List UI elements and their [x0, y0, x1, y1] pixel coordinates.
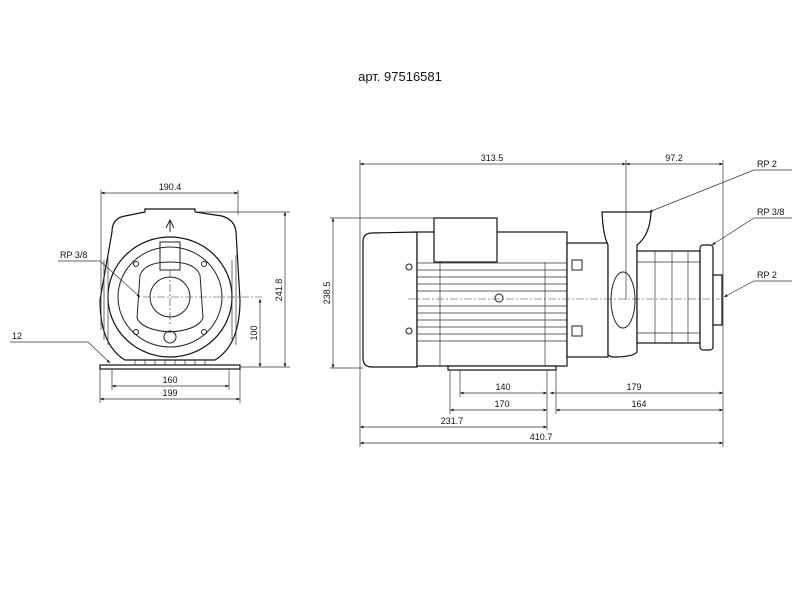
terminal-box [433, 217, 498, 263]
side-foot [447, 365, 557, 371]
shaft-marker-icon [494, 293, 504, 303]
dim-231-7: 231.7 [441, 416, 464, 426]
suction-port [712, 274, 723, 326]
dim-foot-width: 199 [162, 388, 177, 398]
side-pump-body [362, 211, 723, 368]
dim-foot-holes-side: 140 [495, 382, 510, 392]
label-rp-3-8-front: RP 3/8 [60, 250, 87, 260]
flow-arrow-icon [165, 218, 175, 232]
fan-cover [362, 231, 418, 368]
dim-width-top: 190.4 [159, 182, 182, 192]
pump-stages [636, 250, 701, 344]
dim-179: 179 [626, 382, 641, 392]
article-title: арт. 97516581 [358, 69, 442, 84]
end-cover [699, 244, 714, 351]
dim-height: 238.5 [322, 282, 332, 305]
front-view: 190.4 241.8 100 160 199 RP 3/8 12 [10, 182, 290, 403]
pump-volute [601, 211, 652, 358]
dim-foot-holes: 160 [162, 375, 177, 385]
label-rp-3-8-side: RP 3/8 [757, 207, 784, 217]
motor-flange [566, 242, 609, 358]
label-discharge-rp-2: RP 2 [757, 159, 777, 169]
dim-length-motor: 313.5 [481, 153, 504, 163]
side-view: 313.5 97.2 238.5 140 179 170 164 231.7 4… [322, 153, 792, 447]
dim-shaft-height: 100 [249, 325, 259, 340]
label-foot-thickness: 12 [12, 331, 22, 341]
dim-length-pump: 97.2 [665, 153, 683, 163]
dim-total-length: 410.7 [530, 432, 553, 442]
dim-height-total: 241.8 [274, 279, 284, 302]
label-suction-rp-2: RP 2 [757, 270, 777, 280]
dim-foot-length: 170 [494, 399, 509, 409]
dim-164: 164 [631, 399, 646, 409]
